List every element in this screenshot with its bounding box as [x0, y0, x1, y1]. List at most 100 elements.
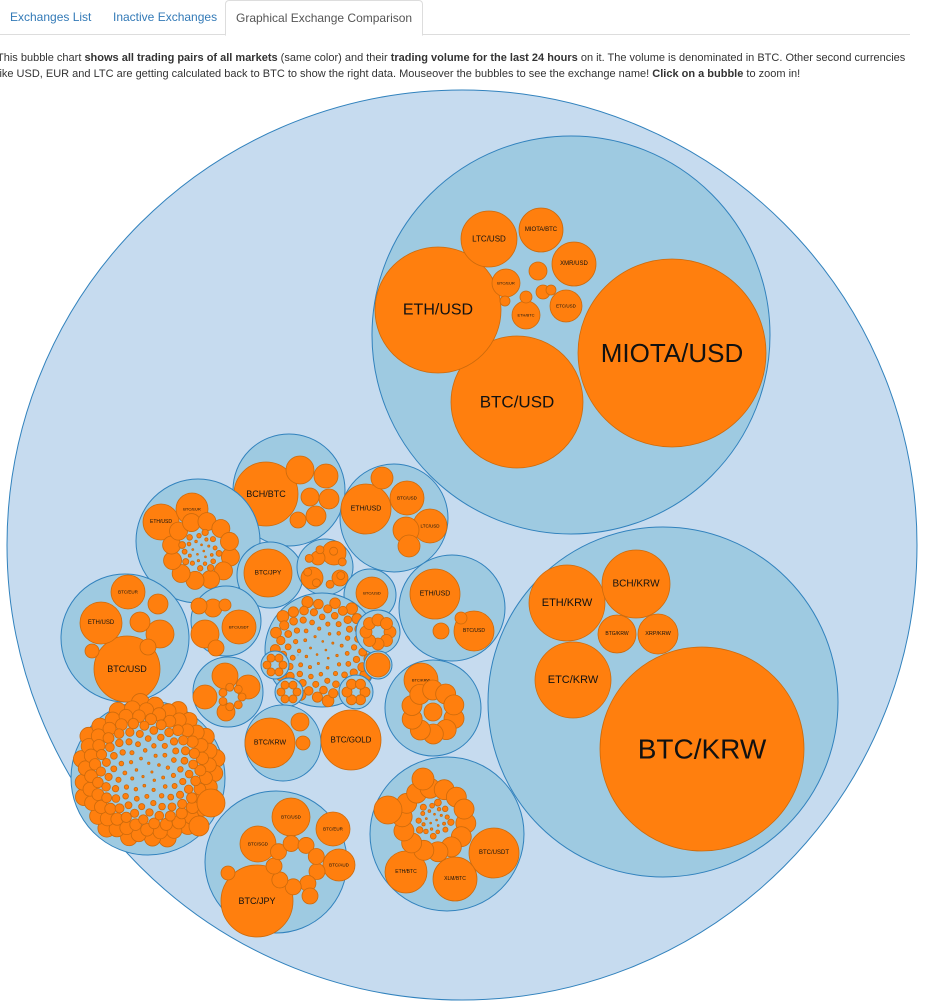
pair-bubble[interactable] — [194, 539, 198, 544]
pair-bubble[interactable] — [284, 630, 293, 638]
pair-bubble[interactable] — [287, 606, 299, 618]
pair-bubble[interactable] — [127, 717, 139, 730]
pair-bubble[interactable] — [104, 802, 117, 815]
pair-bubble[interactable] — [157, 763, 161, 767]
pair-bubble[interactable] — [172, 747, 180, 755]
pair-bubble[interactable] — [316, 661, 320, 665]
pair-bubble[interactable] — [233, 700, 243, 710]
pair-bubble[interactable] — [150, 770, 154, 774]
pair-bubble[interactable] — [424, 817, 428, 821]
pair-bubble[interactable] — [220, 532, 239, 551]
pair-bubble[interactable] — [150, 800, 157, 807]
pair-bubble[interactable] — [110, 752, 118, 760]
pair-bubble[interactable] — [318, 488, 340, 510]
pair-bubble[interactable] — [355, 576, 389, 610]
pair-bubble[interactable] — [335, 653, 339, 658]
pair-bubble[interactable] — [328, 688, 339, 699]
pair-bubble[interactable] — [429, 827, 434, 831]
pair-bubble[interactable] — [324, 648, 328, 652]
pair-bubble[interactable] — [429, 832, 437, 840]
pair-bubble[interactable] — [304, 654, 309, 659]
pair-bubble[interactable] — [212, 545, 218, 551]
pair-bubble[interactable] — [182, 558, 190, 566]
pair-bubble[interactable] — [415, 817, 422, 824]
pair-bubble[interactable] — [346, 625, 353, 633]
pair-bubble[interactable] — [147, 593, 169, 615]
pair-bubble[interactable] — [167, 802, 177, 812]
pair-bubble[interactable] — [315, 545, 325, 555]
pair-bubble[interactable] — [341, 671, 348, 679]
pair-bubble[interactable] — [279, 620, 290, 631]
pair-bubble[interactable] — [125, 727, 135, 737]
pair-bubble[interactable] — [439, 813, 443, 817]
pair-bubble[interactable] — [435, 829, 441, 835]
pair-bubble[interactable] — [157, 733, 165, 742]
pair-bubble[interactable] — [134, 768, 139, 772]
pair-bubble[interactable] — [323, 604, 333, 614]
pair-bubble[interactable] — [218, 688, 228, 698]
pair-bubble[interactable] — [436, 807, 442, 812]
pair-bubble[interactable] — [299, 616, 307, 624]
pair-bubble[interactable] — [313, 635, 317, 639]
pair-bubble[interactable] — [158, 793, 165, 799]
pair-bubble[interactable] — [308, 673, 314, 680]
pair-bubble[interactable] — [149, 726, 159, 735]
pair-bubble[interactable] — [190, 775, 201, 787]
pair-bubble[interactable] — [326, 656, 330, 660]
pair-bubble[interactable] — [289, 511, 307, 529]
pair-bubble[interactable] — [419, 803, 427, 811]
pair-bubble[interactable] — [188, 759, 199, 770]
pair-bubble[interactable] — [104, 772, 113, 781]
pair-bubble[interactable] — [171, 757, 177, 763]
pair-bubble[interactable] — [196, 788, 226, 818]
pair-bubble[interactable] — [549, 289, 583, 323]
pair-bubble[interactable] — [299, 605, 309, 616]
pair-bubble[interactable] — [280, 694, 290, 704]
pair-bubble[interactable] — [186, 735, 199, 748]
pair-bubble[interactable] — [442, 805, 449, 813]
pair-bubble[interactable] — [133, 787, 139, 792]
pair-bubble[interactable] — [355, 694, 366, 706]
pair-bubble[interactable] — [191, 548, 195, 551]
pair-bubble[interactable] — [92, 776, 104, 789]
pair-bubble[interactable] — [139, 756, 143, 761]
pair-bubble[interactable] — [288, 694, 298, 704]
pair-bubble[interactable] — [161, 742, 168, 749]
pair-bubble[interactable] — [144, 735, 152, 742]
pair-bubble[interactable] — [599, 646, 805, 852]
pair-bubble[interactable] — [444, 814, 450, 820]
pair-bubble[interactable] — [129, 750, 135, 756]
pair-bubble[interactable] — [432, 856, 478, 902]
pair-bubble[interactable] — [162, 784, 168, 789]
pair-bubble[interactable] — [200, 543, 203, 547]
pair-bubble[interactable] — [178, 541, 186, 549]
pair-bubble[interactable] — [276, 610, 290, 623]
pair-bubble[interactable] — [118, 760, 125, 767]
pair-bubble[interactable] — [265, 857, 283, 875]
pair-bubble[interactable] — [518, 207, 564, 253]
pair-bubble[interactable] — [164, 727, 174, 738]
pair-bubble[interactable] — [162, 752, 168, 758]
pair-bubble[interactable] — [176, 790, 185, 799]
pair-bubble[interactable] — [321, 694, 335, 708]
pair-bubble[interactable] — [202, 549, 206, 553]
pair-bubble[interactable] — [312, 680, 320, 688]
pair-bubble[interactable] — [115, 776, 122, 783]
pair-bubble[interactable] — [454, 611, 468, 625]
pair-bubble[interactable] — [293, 627, 301, 634]
pair-bubble[interactable] — [298, 662, 304, 668]
pair-bubble[interactable] — [284, 878, 302, 896]
pair-bubble[interactable] — [186, 534, 193, 541]
pair-bubble[interactable] — [171, 783, 178, 789]
pair-bubble[interactable] — [129, 818, 142, 831]
pair-bubble[interactable] — [210, 558, 216, 565]
pair-bubble[interactable] — [239, 825, 277, 863]
pair-bubble[interactable] — [101, 782, 111, 792]
pair-bubble[interactable] — [282, 835, 300, 852]
pair-bubble[interactable] — [138, 803, 146, 811]
pair-bubble[interactable] — [329, 546, 339, 556]
pair-bubble[interactable] — [188, 747, 200, 759]
pair-bubble[interactable] — [468, 827, 520, 879]
pair-bubble[interactable] — [637, 613, 679, 655]
